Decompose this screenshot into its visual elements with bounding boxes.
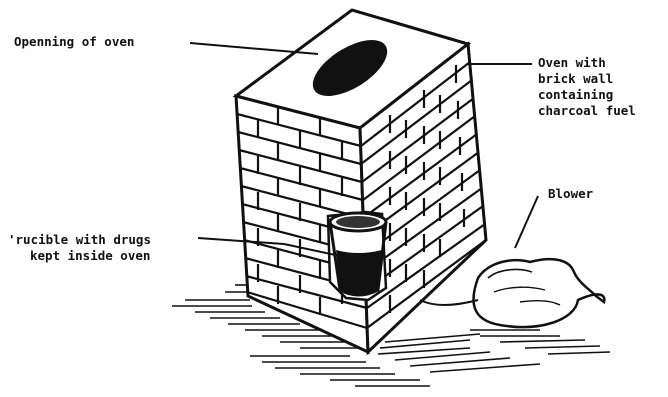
label-crucible-line1: 'rucible with drugs (8, 232, 151, 248)
label-oven-line1: Oven with (538, 55, 636, 71)
label-opening: Openning of oven (14, 34, 134, 50)
label-crucible-line2: kept inside oven (8, 248, 151, 264)
label-oven-line4: charcoal fuel (538, 103, 636, 119)
label-crucible: 'rucible with drugs kept inside oven (8, 232, 151, 264)
label-oven-line3: containing (538, 87, 636, 103)
label-blower: Blower (548, 186, 593, 202)
label-oven-line2: brick wall (538, 71, 636, 87)
label-oven-brick-wall: Oven with brick wall containing charcoal… (538, 55, 636, 119)
crucible (330, 213, 386, 295)
